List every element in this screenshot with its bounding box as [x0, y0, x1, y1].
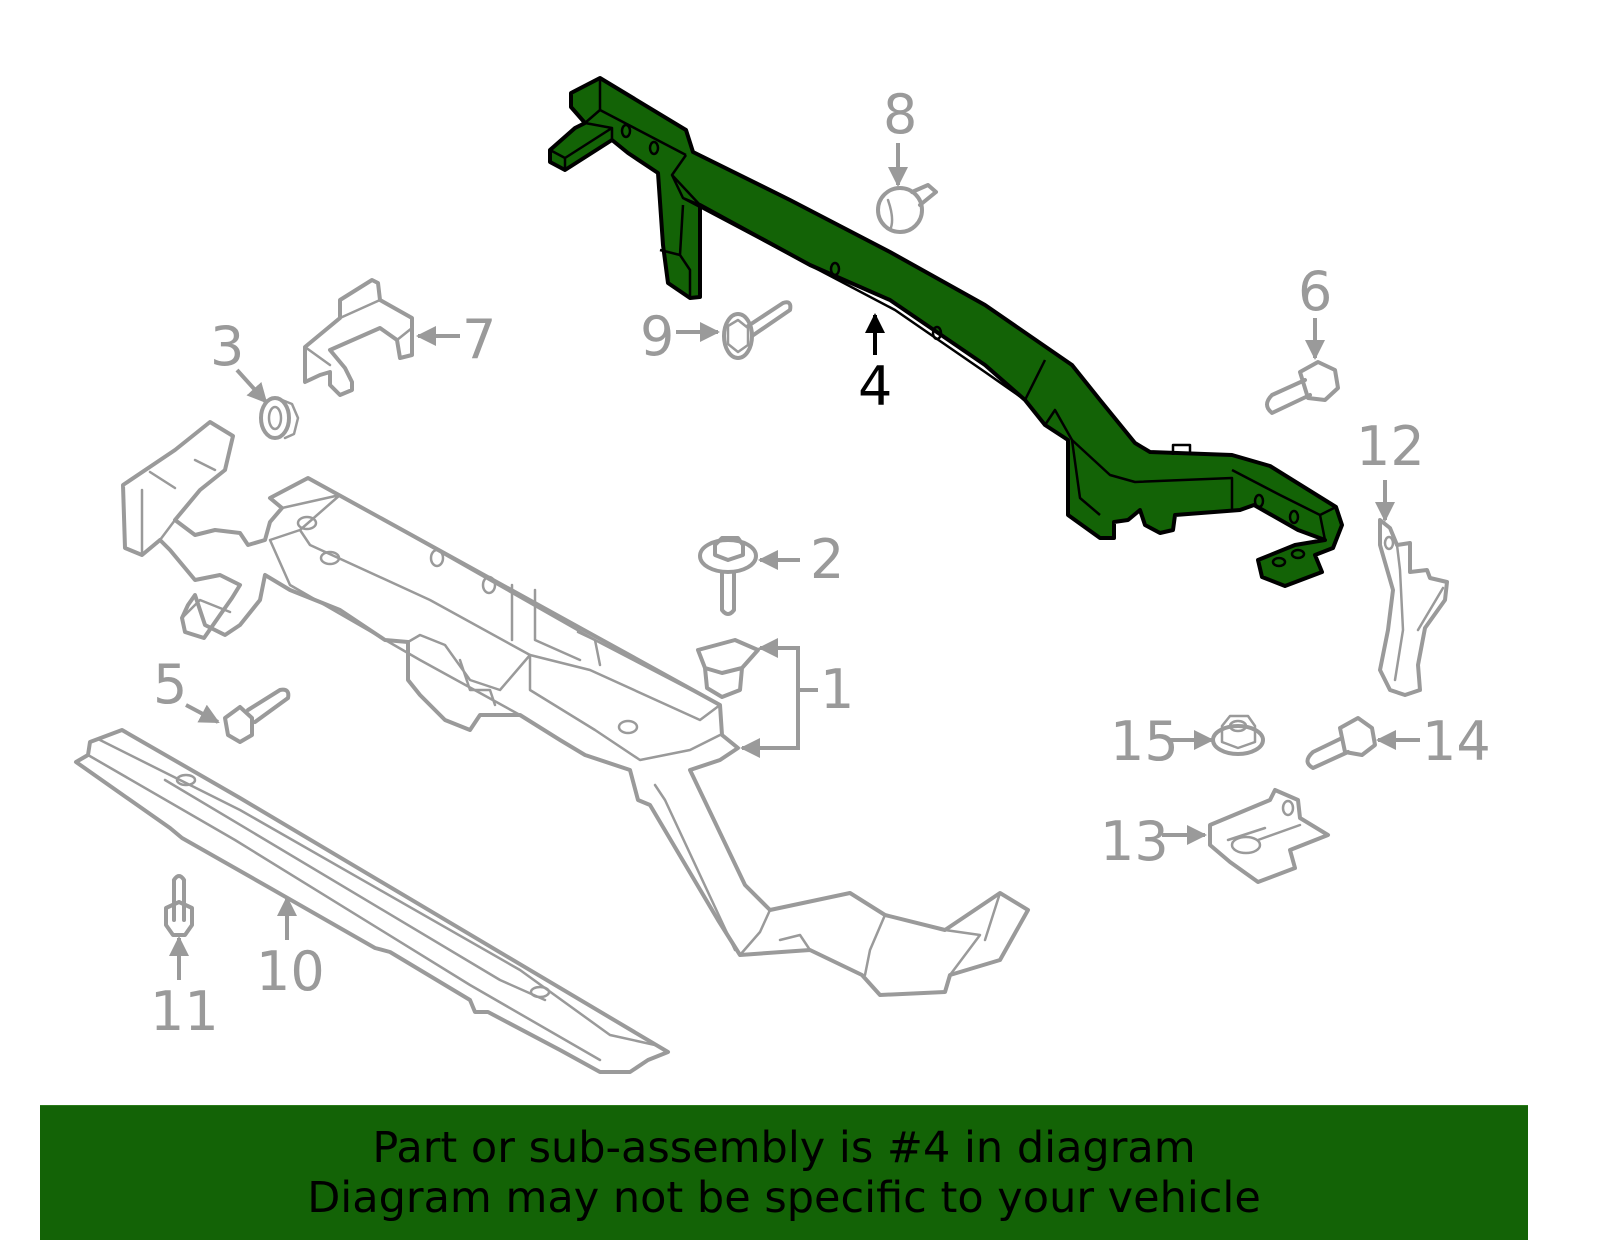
callout-8-label: 8	[883, 83, 917, 146]
callout-3-label: 3	[210, 315, 244, 378]
callout-12[interactable]: 12	[1356, 415, 1425, 522]
callout-6[interactable]: 6	[1298, 260, 1332, 360]
callout-8[interactable]: 8	[883, 83, 917, 187]
part-9-bolt[interactable]	[722, 300, 793, 360]
callout-13-label: 13	[1100, 810, 1169, 873]
callout-2[interactable]: 2	[758, 528, 844, 591]
callout-13[interactable]: 13	[1100, 810, 1207, 873]
part-7-bracket[interactable]	[303, 278, 414, 397]
callout-10-label: 10	[256, 940, 325, 1003]
callout-2-label: 2	[810, 528, 844, 591]
part-12-bracket[interactable]	[1378, 518, 1449, 697]
part-13-bracket[interactable]	[1208, 788, 1330, 884]
callout-9[interactable]: 9	[640, 305, 720, 368]
part-2-bolt[interactable]	[698, 536, 758, 616]
part-8-clip[interactable]	[876, 183, 938, 234]
callout-14[interactable]: 14	[1376, 710, 1491, 773]
callout-7-label: 7	[462, 308, 496, 371]
part-14-bolt[interactable]	[1305, 716, 1377, 770]
callout-1-label: 1	[820, 658, 854, 721]
part-11-bolt[interactable]	[164, 874, 194, 937]
part-3-nut[interactable]	[259, 396, 300, 440]
callout-4-label: 4	[858, 355, 892, 418]
callout-11[interactable]: 11	[150, 936, 219, 1043]
callout-3[interactable]: 3	[210, 315, 268, 404]
callout-15-label: 15	[1110, 710, 1179, 773]
callout-5-label: 5	[153, 653, 187, 716]
callout-14-label: 14	[1422, 710, 1491, 773]
banner-line-part-number: Part or sub-assembly is #4 in diagram	[372, 1123, 1196, 1173]
callout-1[interactable]: 1	[740, 638, 854, 758]
callout-11-label: 11	[150, 980, 219, 1043]
part-10-lower-tie-bar[interactable]	[74, 728, 670, 1074]
callout-10[interactable]: 10	[256, 896, 325, 1003]
callout-6-label: 6	[1298, 260, 1332, 323]
parts-diagram: 4 1 2 3	[74, 76, 1491, 1074]
part-1-clip[interactable]	[696, 638, 760, 699]
callout-9-label: 9	[640, 305, 674, 368]
info-banner: Part or sub-assembly is #4 in diagram Di…	[40, 1105, 1528, 1240]
banner-line-disclaimer: Diagram may not be specific to your vehi…	[307, 1173, 1261, 1223]
callout-15[interactable]: 15	[1110, 710, 1214, 773]
part-15-nut[interactable]	[1211, 714, 1265, 756]
part-5-bolt[interactable]	[223, 687, 291, 744]
callout-5[interactable]: 5	[153, 653, 220, 724]
part-4-upper-tie-bar[interactable]	[548, 76, 1344, 588]
callout-7[interactable]: 7	[416, 308, 496, 371]
callout-4[interactable]: 4	[858, 313, 892, 418]
callout-12-label: 12	[1356, 415, 1425, 478]
part-1-radiator-support[interactable]	[121, 420, 1030, 997]
part-6-bolt[interactable]	[1265, 360, 1340, 415]
